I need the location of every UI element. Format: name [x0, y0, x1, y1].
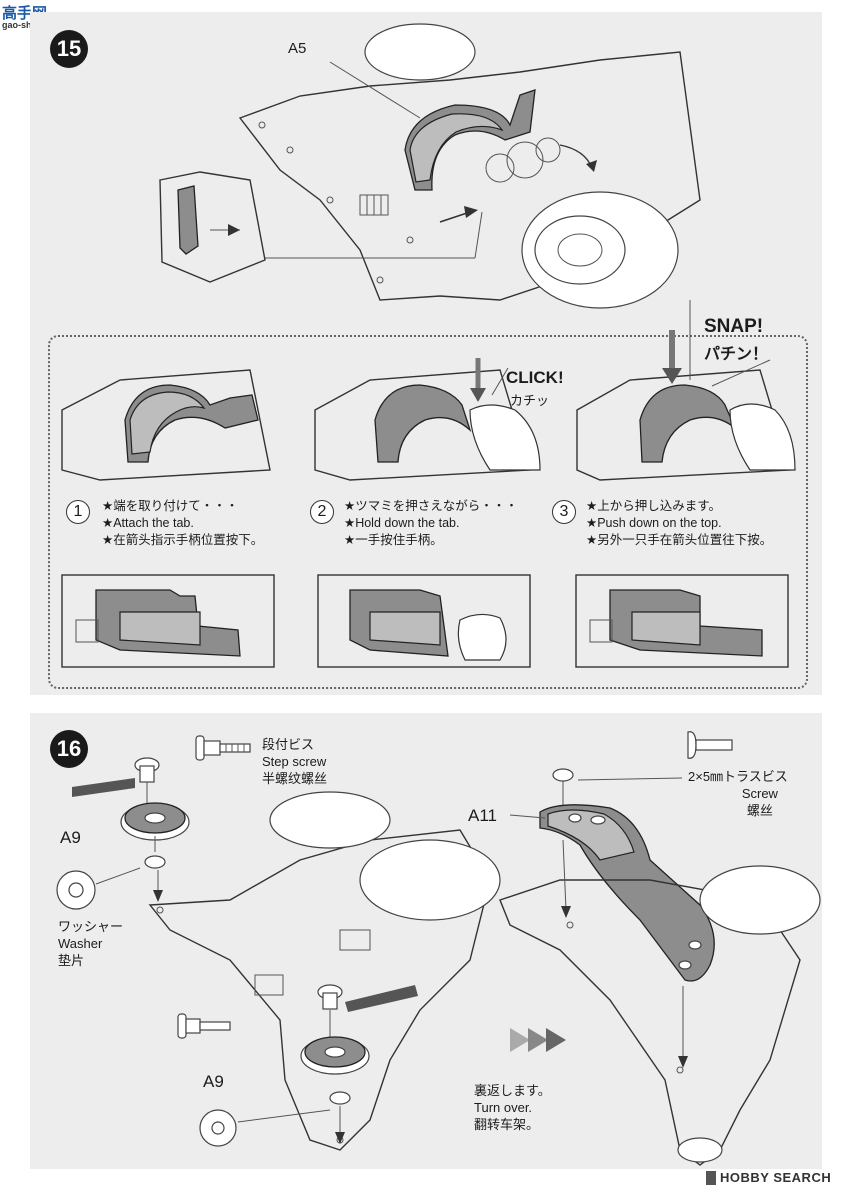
substep-1-jp: ★端を取り付けて・・・ — [102, 499, 239, 513]
substep-2-jp: ★ツマミを押さえながら・・・ — [344, 499, 518, 513]
truss-screw-cn: 螺丝 — [746, 803, 773, 818]
substep-1-cn: ★在箭头指示手柄位置按下。 — [102, 533, 264, 547]
click-jp-label: カチッ — [510, 393, 550, 408]
step-screw-en: Step screw — [262, 754, 327, 769]
substep-3-number: 3 — [552, 500, 576, 524]
substep-2-bottom — [317, 574, 531, 668]
click-en-label: CLICK! — [506, 368, 564, 387]
turn-over-cn: 翻转车架。 — [474, 1117, 540, 1132]
step-screw-label: 段付ビス Step screw 半螺纹螺丝 — [262, 736, 327, 787]
step-screw-cn: 半螺纹螺丝 — [262, 771, 328, 786]
substep-1-text: ★端を取り付けて・・・ ★Attach the tab. ★在箭头指示手柄位置按… — [102, 498, 263, 549]
truss-screw-jp: 2×5㎜トラスビス — [688, 769, 788, 784]
substep-3-en: ★Push down on the top. — [586, 516, 722, 530]
truss-screw-label: 2×5㎜トラスビス Screw 螺丝 — [688, 768, 788, 819]
substep-1-number: 1 — [66, 500, 90, 524]
step-screw-icon — [195, 735, 251, 761]
step-screw-jp: 段付ビス — [262, 737, 315, 752]
hobby-search-text: HOBBY SEARCH — [720, 1170, 832, 1185]
turn-over-en: Turn over. — [474, 1100, 533, 1115]
truss-screw-en: Screw — [741, 786, 778, 801]
turn-over-label: 裏返します。 Turn over. 翻转车架。 — [474, 1082, 551, 1133]
step-15-number: 15 — [50, 30, 88, 68]
substeps-box — [48, 335, 808, 689]
snap-en-label: SNAP! — [704, 316, 764, 337]
substep-illustrations — [61, 300, 796, 668]
substep-1-en: ★Attach the tab. — [102, 516, 194, 530]
step-15-main-illustration — [159, 23, 701, 309]
substep-2-en: ★Hold down the tab. — [344, 516, 460, 530]
washer-jp: ワッシャー — [58, 919, 124, 934]
part-a11-label: A11 — [468, 806, 497, 825]
substep-2-text: ★ツマミを押さえながら・・・ ★Hold down the tab. ★一手按住… — [344, 498, 518, 549]
part-a9-label-top: A9 — [60, 828, 81, 847]
washer-label: ワッシャー Washer 垫片 — [58, 918, 123, 969]
step-screw-icon-lower — [177, 1013, 231, 1039]
step-16-number: 16 — [50, 730, 88, 768]
substep-2-cn: ★一手按住手柄。 — [344, 533, 443, 547]
washer-cn: 垫片 — [58, 953, 85, 968]
turn-over-jp: 裏返します。 — [474, 1083, 551, 1098]
part-a5-label: A5 — [288, 40, 307, 57]
truss-screw-icon — [687, 731, 733, 759]
substep-3-cn: ★另外一只手在箭头位置往下按。 — [586, 533, 773, 547]
substep-3-bottom — [575, 574, 789, 668]
snap-jp-label: パチン！ — [704, 346, 769, 363]
substep-1-bottom — [61, 574, 275, 668]
hobby-search-icon — [706, 1170, 716, 1185]
hobby-search-watermark: HOBBY SEARCH — [706, 1170, 831, 1185]
substep-3-text: ★上から押し込みます。 ★Push down on the top. ★另外一只… — [586, 498, 772, 549]
substep-2-number: 2 — [310, 500, 334, 524]
washer-en: Washer — [58, 936, 103, 951]
substep-3-jp: ★上から押し込みます。 — [586, 499, 721, 513]
part-a9-label-bottom: A9 — [203, 1072, 224, 1091]
